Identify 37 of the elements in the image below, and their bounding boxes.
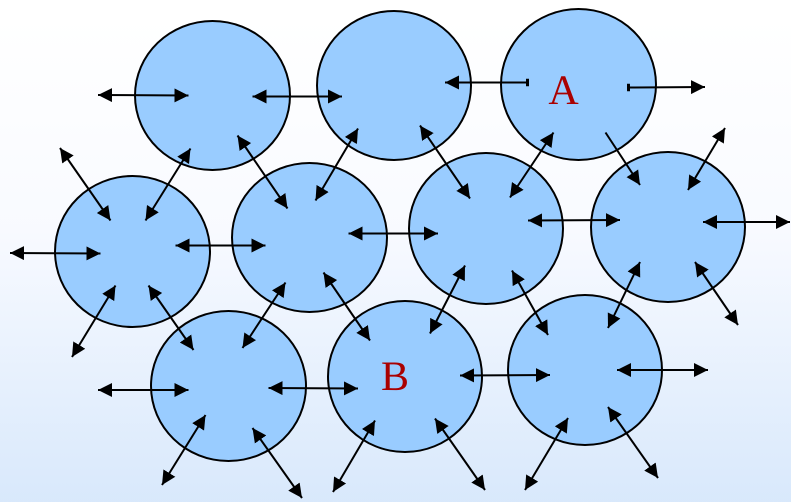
arrow xyxy=(703,215,790,229)
arrow xyxy=(419,124,471,200)
arrow xyxy=(322,272,371,342)
arrow xyxy=(509,132,554,198)
arrow xyxy=(460,368,550,382)
arrow xyxy=(59,147,112,222)
arrow xyxy=(176,238,266,252)
arrow xyxy=(242,282,286,349)
arrow xyxy=(98,383,188,397)
arrow xyxy=(348,226,438,240)
arrow xyxy=(511,270,549,336)
arrow xyxy=(252,90,342,104)
arrow xyxy=(144,148,192,222)
arrow xyxy=(236,134,288,210)
arrow xyxy=(687,127,726,191)
arrow xyxy=(607,262,641,328)
arrow xyxy=(604,132,641,186)
arrow xyxy=(445,76,529,90)
arrow xyxy=(607,406,659,479)
arrow xyxy=(528,213,620,228)
arrow xyxy=(694,261,739,326)
arrow xyxy=(98,88,188,102)
arrow xyxy=(161,414,206,486)
arrow xyxy=(524,417,569,491)
arrow xyxy=(268,381,358,396)
arrow xyxy=(617,363,708,377)
arrow xyxy=(10,246,100,260)
arrow xyxy=(434,418,486,491)
arrow xyxy=(148,284,194,351)
arrow xyxy=(429,265,466,334)
cell-letter: A xyxy=(548,70,579,112)
arrow xyxy=(71,284,116,358)
arrow xyxy=(332,420,376,492)
arrow xyxy=(626,80,705,94)
arrow xyxy=(252,427,303,499)
cell-letter: B xyxy=(380,356,409,398)
arrow xyxy=(314,128,359,201)
